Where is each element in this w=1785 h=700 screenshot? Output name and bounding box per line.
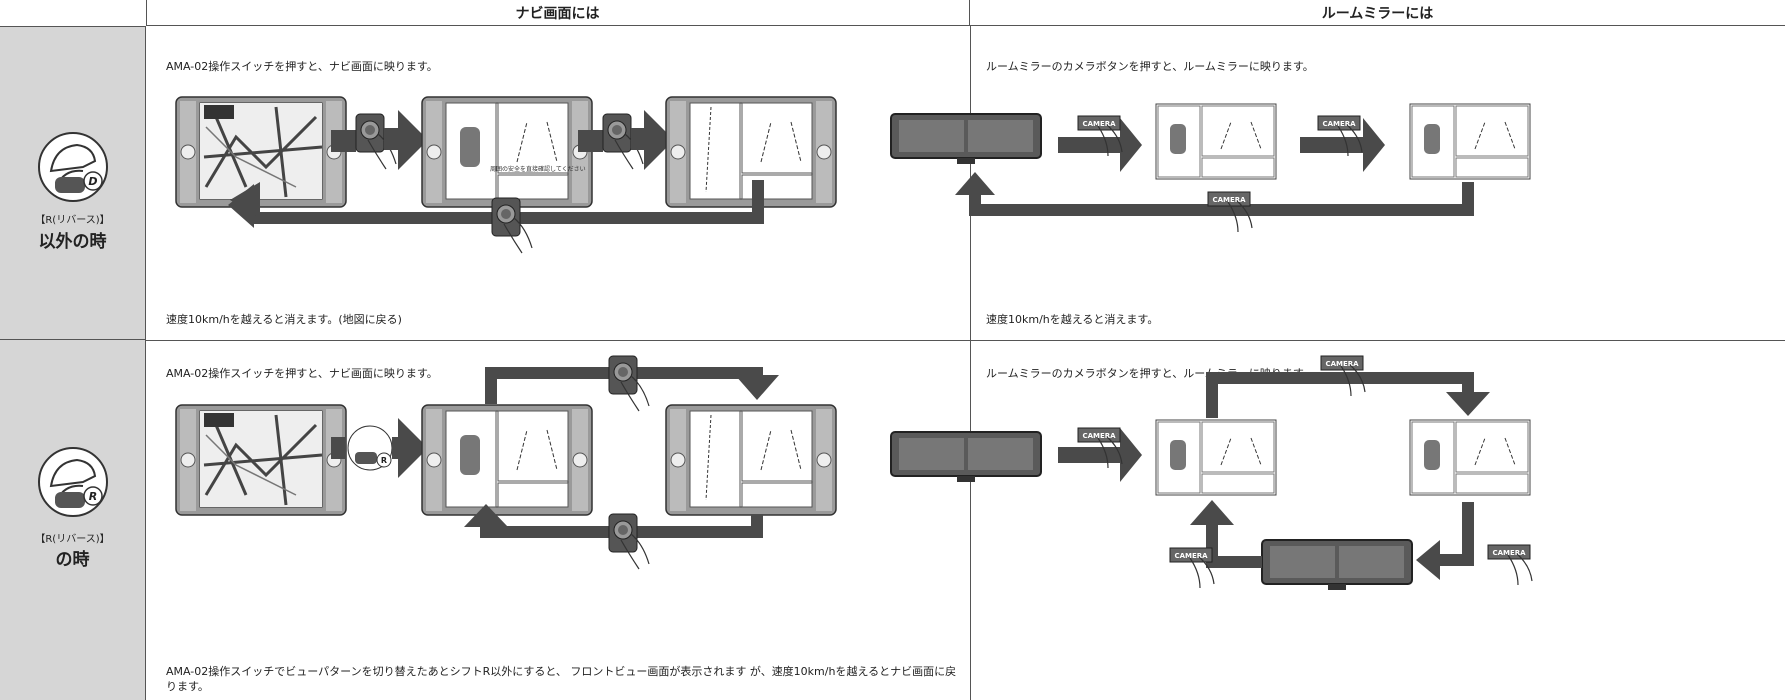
arrow <box>578 130 603 152</box>
arrow-head <box>1120 118 1142 172</box>
row-label-reverse: R 【R(リバース)】 の時 <box>0 340 146 700</box>
row-label-not-reverse: D 【R(リバース)】 以外の時 <box>0 26 146 340</box>
arrow <box>1206 372 1474 418</box>
ama02-switch-icon <box>608 513 650 570</box>
map-screen <box>198 409 324 509</box>
svg-text:CAMERA: CAMERA <box>1325 360 1359 368</box>
svg-text:CAMERA: CAMERA <box>1322 120 1356 128</box>
mirror-camera-screen <box>1155 419 1277 496</box>
mirror-camera-screen <box>1155 103 1277 180</box>
navi-footer: AMA-02操作スイッチでビューパターンを切り替えたあとシフトR以外にすると、 … <box>166 665 957 693</box>
arrow-head <box>1416 540 1440 580</box>
shift-r-icon: R <box>347 425 393 471</box>
mirror-camera-screen <box>1409 103 1531 180</box>
svg-text:CAMERA: CAMERA <box>1212 196 1246 204</box>
grid-line <box>146 340 1785 341</box>
ama02-switch-icon <box>608 355 650 412</box>
svg-text:CAMERA: CAMERA <box>1174 552 1208 560</box>
mirror-caption: ルームミラーのカメラボタンを押すと、ルームミラーに映ります。 <box>986 60 1314 73</box>
svg-text:D: D <box>88 175 97 188</box>
arrow <box>1206 520 1262 568</box>
svg-text:CAMERA: CAMERA <box>1492 549 1526 557</box>
mirror-footer: 速度10km/hを越えると消えます。 <box>986 313 1159 326</box>
arrow-head <box>1363 118 1385 172</box>
screen-notice: 周囲の安全を直接確認してください <box>490 165 586 173</box>
arrow-head <box>464 504 508 527</box>
row-label-small: 【R(リバース)】 <box>35 534 110 545</box>
arrow-head <box>398 418 428 478</box>
mirror-camera-screen <box>1409 419 1531 496</box>
arrow <box>331 437 345 459</box>
room-mirror <box>890 431 1042 483</box>
grid-line <box>970 26 971 700</box>
grid-line <box>146 0 147 26</box>
arrow <box>1058 137 1128 153</box>
arrow <box>969 182 1474 216</box>
svg-text:CAMERA: CAMERA <box>1082 120 1116 128</box>
arrow <box>384 128 402 150</box>
arrow-head <box>1120 428 1142 482</box>
svg-text:CAMERA: CAMERA <box>1082 432 1116 440</box>
arrow-head <box>644 110 674 170</box>
arrow <box>250 180 764 224</box>
arrow-head <box>398 110 428 170</box>
navi-caption: AMA-02操作スイッチを押すと、ナビ画面に映ります。 <box>166 367 438 380</box>
svg-text:R: R <box>89 490 97 503</box>
shift-lever-d-icon: D <box>38 132 108 202</box>
row-label-big: 以外の時 <box>38 232 107 252</box>
navi-caption: AMA-02操作スイッチを押すと、ナビ画面に映ります。 <box>166 60 438 73</box>
camera-screen <box>445 410 569 508</box>
shift-lever-r-icon: R <box>38 447 108 517</box>
row-label-small: 【R(リバース)】 <box>35 215 110 226</box>
map-screen <box>198 101 324 201</box>
header-mirror: ルームミラーには <box>970 0 1785 26</box>
navi-footer: 速度10km/hを越えると消えます。(地図に戻る) <box>166 313 402 326</box>
arrow <box>331 130 356 152</box>
arrow-head <box>228 184 254 228</box>
svg-text:R: R <box>381 456 387 465</box>
arrow <box>1058 447 1128 463</box>
arrow-head <box>1190 500 1234 525</box>
room-mirror <box>890 113 1042 165</box>
arrow-head <box>955 172 995 195</box>
arrow-head <box>1446 392 1490 416</box>
header-navi: ナビ画面には <box>146 0 970 26</box>
arrow <box>1430 502 1474 566</box>
camera-screen <box>445 102 569 200</box>
arrow <box>1300 137 1370 153</box>
room-mirror <box>1261 539 1413 591</box>
arrow-head <box>735 375 779 400</box>
row-label-big: の時 <box>55 550 90 570</box>
